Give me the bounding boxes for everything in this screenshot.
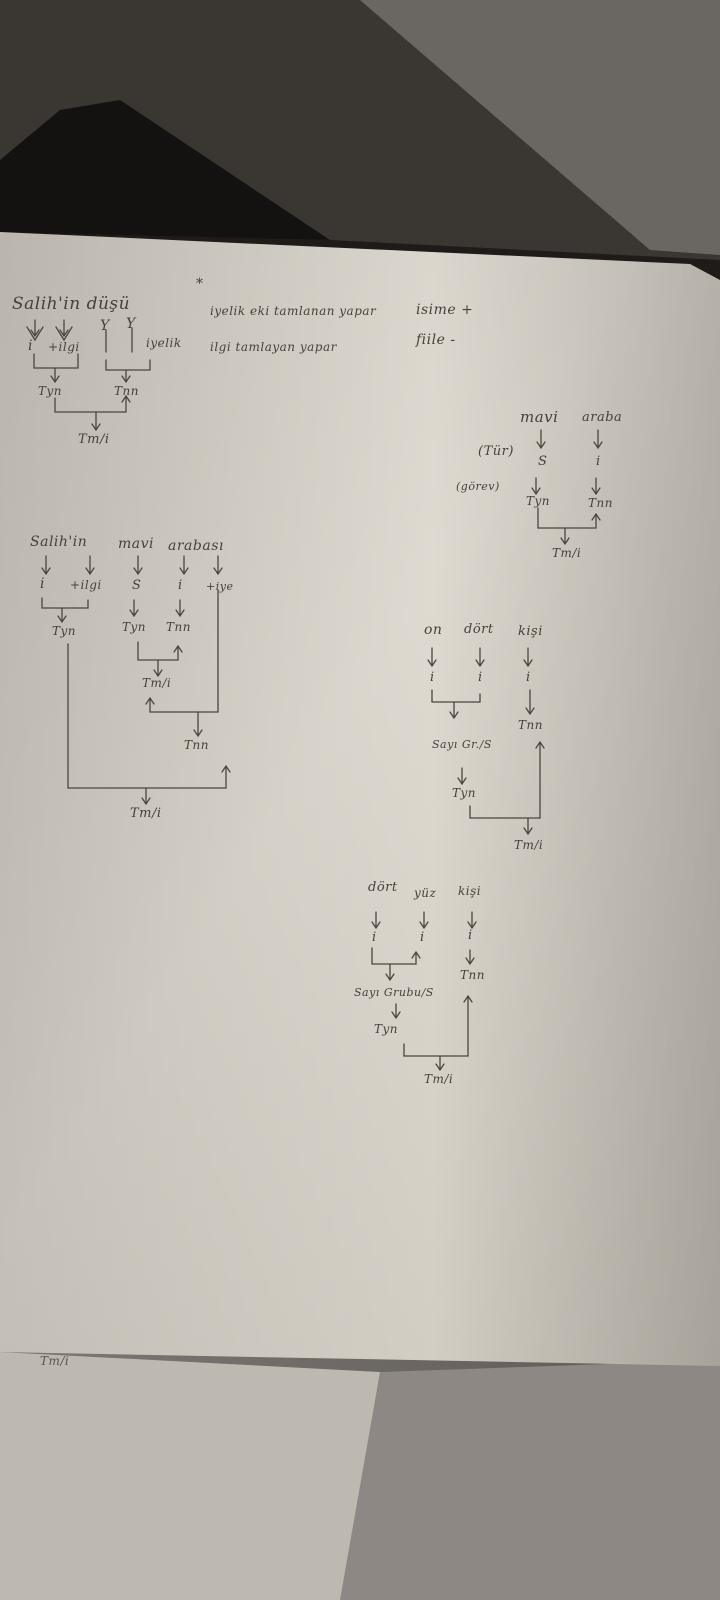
tree3-root: Tm/i (130, 806, 162, 821)
star-mark: * (196, 276, 204, 292)
note-iyelik: iyelik eki tamlanan yapar (210, 304, 377, 318)
tree4-dort: dört (464, 622, 494, 637)
tree4-on: on (424, 622, 443, 638)
tree1-ilgi: +ilgi (48, 340, 80, 354)
tree5-kisi: kişi (458, 884, 482, 898)
tree4-tyn: Tyn (452, 786, 477, 800)
tree3-root-inner: Tm/i (142, 676, 172, 690)
tree1-root: Tm/i (78, 432, 110, 447)
tree5-root: Tm/i (424, 1072, 454, 1086)
tree4-i3: i (526, 670, 531, 685)
tree2-root: Tm/i (552, 546, 582, 560)
tree1-tyn: Tyn (38, 384, 63, 398)
tree3-arabasi: arabası (168, 538, 224, 554)
tree4-i2: i (478, 670, 483, 685)
tree2-tnn: Tnn (588, 496, 613, 510)
tree3-w3-i: i (178, 578, 183, 593)
tree4-i1: i (430, 670, 435, 685)
tree1-iyelik: iyelik (146, 336, 182, 350)
tree2-tyn: Tyn (526, 494, 551, 508)
tree5-yuz: yüz (414, 886, 437, 900)
tree3-tyn-outer: Tyn (52, 624, 77, 638)
underpage-fragment: Tm/i (40, 1354, 70, 1368)
tree1-i: i (28, 338, 33, 354)
tree5-tyn: Tyn (374, 1022, 399, 1036)
tree2-araba: araba (582, 410, 623, 425)
tree2-gorev: (görev) (456, 480, 500, 493)
tree4-kisi: kişi (518, 624, 543, 639)
tree3-tnn-outer: Tnn (184, 738, 209, 752)
note-ilgi: ilgi tamlayan yapar (210, 340, 337, 354)
underlying-sheet (0, 1352, 380, 1600)
tree1-y2: Y (126, 316, 136, 332)
tree5-dort: dört (368, 880, 398, 895)
tree2-tur: (Tür) (478, 444, 514, 459)
tree3-tyn-inner: Tyn (122, 620, 147, 634)
tree3-mavi: mavi (118, 536, 155, 552)
tree1-y1: Y (100, 318, 110, 334)
tree2-i: i (596, 454, 601, 469)
tree1-tnn: Tnn (114, 384, 139, 398)
note-fiile: fiile - (416, 332, 456, 348)
tree5-i1: i (372, 930, 377, 945)
tree5-i2: i (420, 930, 425, 945)
tree3-iye: +iye (206, 580, 234, 593)
phrase-salihin-dusu: Salih'in düşü (12, 294, 131, 314)
tree2-mavi: mavi (520, 408, 559, 426)
note-isime: isime + (416, 302, 474, 318)
tree3-s: S (132, 578, 142, 593)
tree3-ilgi: +ilgi (70, 578, 102, 592)
tree3-i: i (40, 576, 45, 592)
tree5-i3: i (468, 928, 473, 943)
tree4-root: Tm/i (514, 838, 544, 852)
paper-sheet (0, 232, 720, 1366)
tree4-group: Sayı Gr./S (432, 738, 492, 751)
tree4-tnn: Tnn (518, 718, 543, 732)
tree2-s: S (538, 454, 548, 469)
tree3-salihin: Salih'in (30, 534, 88, 550)
tree5-tnn: Tnn (460, 968, 485, 982)
tree5-group: Sayı Grubu/S (354, 986, 434, 999)
tree3-tnn-inner: Tnn (166, 620, 191, 634)
